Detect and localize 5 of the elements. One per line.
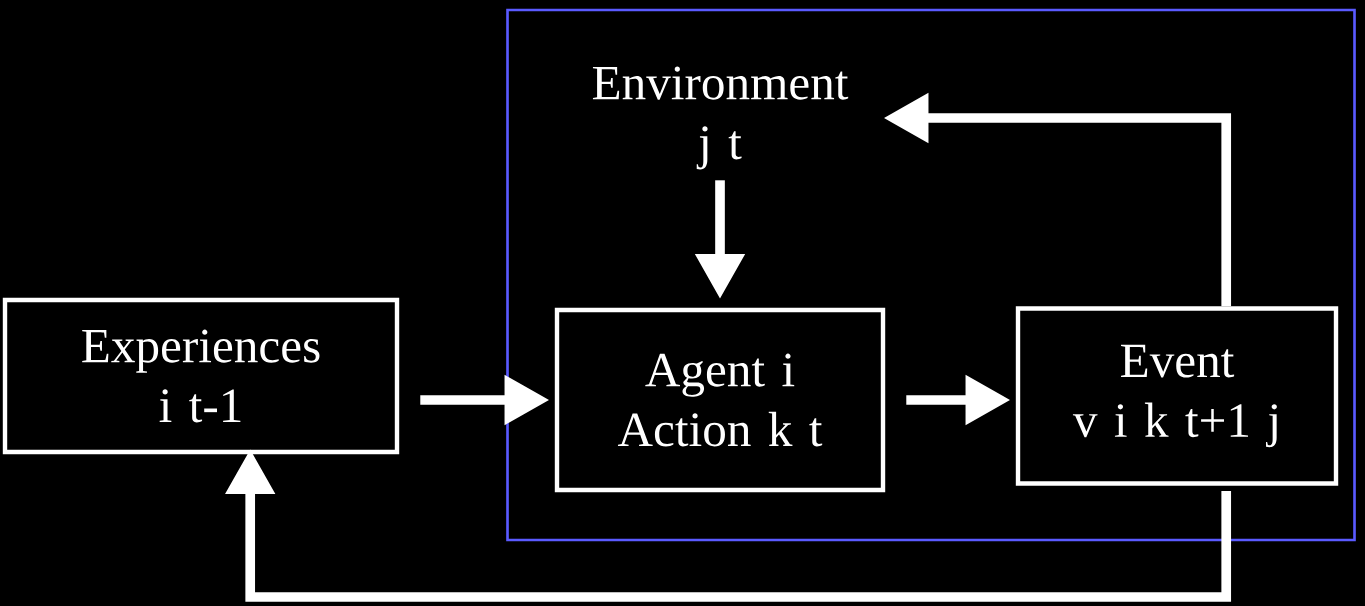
process-box: Agent i Action k t [554,307,886,493]
process-box: Experiences i t-1 [2,297,400,455]
process-box: Event v i k t+1 j [1015,306,1339,486]
frame [506,8,1356,542]
heading-text: Environment j t [592,66,849,170]
